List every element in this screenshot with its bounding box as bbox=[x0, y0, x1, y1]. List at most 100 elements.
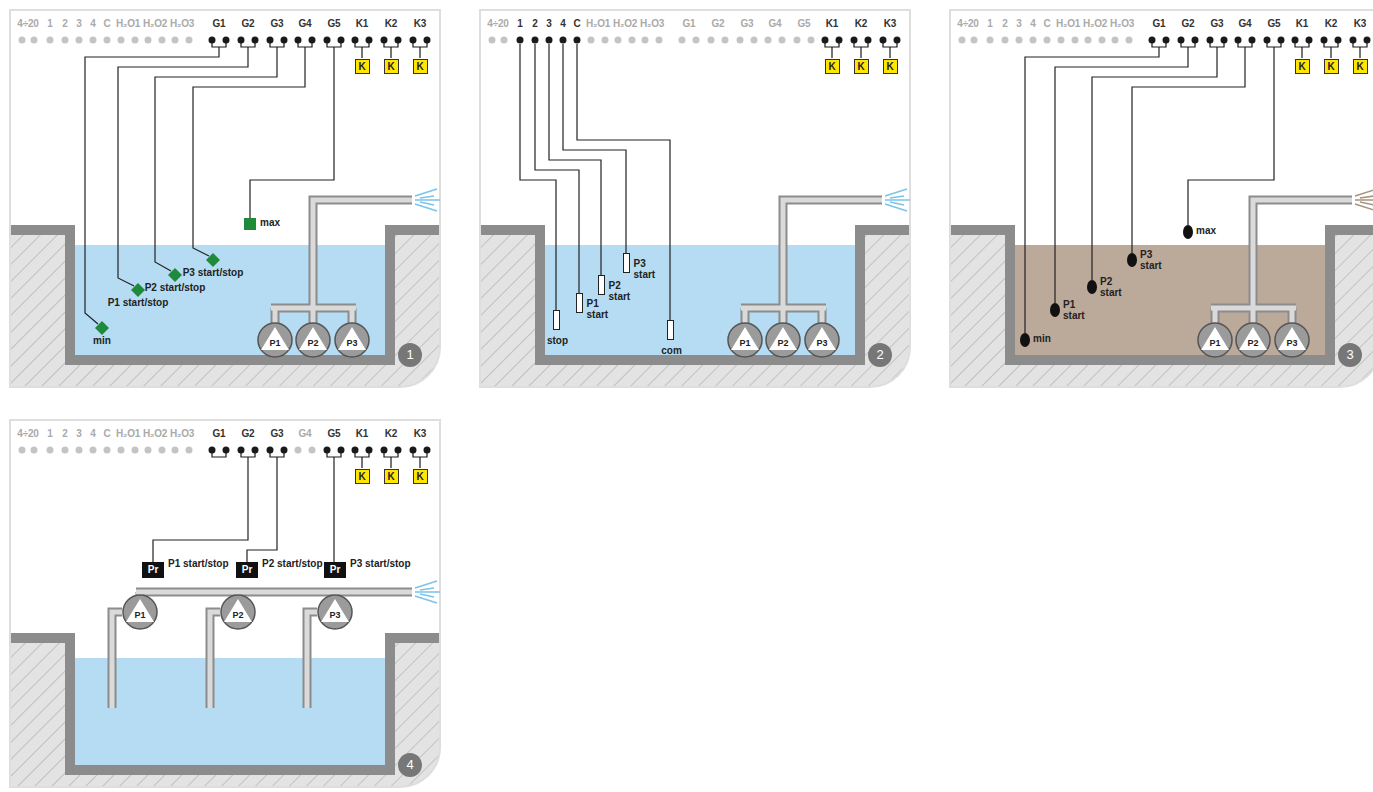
terminal bbox=[145, 37, 152, 44]
panel-number: 1 bbox=[398, 343, 422, 367]
terminal-label: 3 bbox=[76, 18, 81, 29]
pump-body bbox=[258, 323, 292, 357]
terminal-label: H₂O1 bbox=[116, 428, 140, 439]
float-switch: P2 start/stop bbox=[168, 268, 182, 282]
terminal-label: K1 bbox=[1296, 18, 1308, 29]
pump-body bbox=[1275, 323, 1309, 357]
panel bbox=[5, 420, 445, 787]
terminal-label: C bbox=[103, 428, 110, 439]
level-sensor: min bbox=[1020, 333, 1030, 347]
terminal bbox=[642, 37, 649, 44]
relay-box: K bbox=[384, 59, 399, 74]
terminal bbox=[1207, 37, 1214, 44]
oval bbox=[1127, 253, 1137, 267]
terminal-label: G4 bbox=[1239, 18, 1252, 29]
pump-symbol: P1 bbox=[257, 322, 293, 358]
terminal-label: H₂O3 bbox=[170, 428, 194, 439]
wire bbox=[549, 44, 601, 275]
terminal bbox=[489, 37, 496, 44]
terminal-label: G3 bbox=[271, 18, 284, 29]
terminal-label: 4÷20 bbox=[17, 18, 38, 29]
terminal bbox=[737, 37, 744, 44]
terminal bbox=[765, 37, 772, 44]
terminal bbox=[238, 37, 245, 44]
float-switch: P1 start/stop bbox=[131, 283, 145, 297]
electrode-probe: P1 start bbox=[576, 293, 583, 313]
outflow bbox=[1355, 189, 1373, 211]
terminal-label: K1 bbox=[826, 18, 838, 29]
terminal-label: 4 bbox=[560, 18, 565, 29]
terminal bbox=[894, 37, 901, 44]
terminal bbox=[1163, 37, 1170, 44]
terminal-label: G1 bbox=[213, 18, 226, 29]
terminal-label: 1 bbox=[987, 18, 992, 29]
terminal-label: H₂O1 bbox=[116, 18, 140, 29]
terminal bbox=[252, 447, 259, 454]
terminal bbox=[172, 37, 179, 44]
node-label: P1 start bbox=[1063, 299, 1093, 321]
terminal-label: G1 bbox=[1153, 18, 1166, 29]
node-text: K bbox=[1296, 60, 1309, 73]
level-sensor: P3 start bbox=[1127, 253, 1137, 267]
node-text: P1 bbox=[122, 594, 158, 621]
terminal bbox=[532, 37, 539, 44]
terminal bbox=[395, 447, 402, 454]
terminal-label: G5 bbox=[328, 18, 341, 29]
terminal-label: 4÷20 bbox=[17, 428, 38, 439]
terminal bbox=[338, 37, 345, 44]
terminal bbox=[132, 447, 139, 454]
terminal bbox=[1058, 37, 1065, 44]
tank-wall bbox=[5, 230, 445, 360]
node-text: K bbox=[356, 60, 369, 73]
panel-number: 3 bbox=[1338, 343, 1362, 367]
terminal bbox=[47, 447, 54, 454]
terminal-label: G2 bbox=[242, 18, 255, 29]
relay-box: K bbox=[883, 59, 898, 74]
terminal-label: G2 bbox=[1182, 18, 1195, 29]
terminal bbox=[1178, 37, 1185, 44]
terminal bbox=[679, 37, 686, 44]
panel-border bbox=[10, 10, 440, 387]
node-label: P2 start/stop bbox=[262, 558, 324, 569]
node-text: K bbox=[1325, 60, 1338, 73]
terminal bbox=[104, 37, 111, 44]
terminal bbox=[880, 37, 887, 44]
terminal bbox=[104, 447, 111, 454]
node-label: max bbox=[1196, 225, 1226, 236]
relay-box: K bbox=[355, 469, 370, 484]
terminal bbox=[987, 37, 994, 44]
pump-body bbox=[335, 323, 369, 357]
terminal-label: 4 bbox=[90, 428, 95, 439]
pump-symbol: P3 bbox=[804, 322, 840, 358]
node-text: 1 bbox=[398, 343, 422, 367]
wire bbox=[250, 47, 334, 218]
pressure-switch: PrP2 start/stop bbox=[236, 562, 258, 578]
electrode-probe: stop bbox=[553, 310, 560, 330]
terminal bbox=[708, 37, 715, 44]
terminal-label: G1 bbox=[683, 18, 696, 29]
float-switch: max bbox=[244, 218, 256, 230]
relay-box: K bbox=[384, 469, 399, 484]
terminal bbox=[223, 37, 230, 44]
terminal bbox=[1350, 37, 1357, 44]
diamond-shape bbox=[206, 253, 220, 267]
relay-box: K bbox=[1295, 59, 1310, 74]
terminal-label: G3 bbox=[741, 18, 754, 29]
terminal bbox=[1306, 37, 1313, 44]
terminal-label: H₂O2 bbox=[143, 18, 167, 29]
terminal bbox=[159, 447, 166, 454]
wire bbox=[563, 44, 626, 253]
terminal bbox=[381, 37, 388, 44]
diamond-shape bbox=[168, 268, 182, 282]
terminal bbox=[238, 447, 245, 454]
terminal bbox=[1335, 37, 1342, 44]
diamond bbox=[168, 268, 182, 282]
terminal-label: G2 bbox=[242, 428, 255, 439]
float-switch: P3 start/stop bbox=[206, 253, 220, 267]
terminal-label: K2 bbox=[1325, 18, 1337, 29]
panel-number: 4 bbox=[398, 753, 422, 777]
terminal bbox=[295, 447, 302, 454]
terminal-label: C bbox=[103, 18, 110, 29]
node-text: K bbox=[1354, 60, 1367, 73]
node-label: P3 start/stop bbox=[182, 267, 244, 278]
